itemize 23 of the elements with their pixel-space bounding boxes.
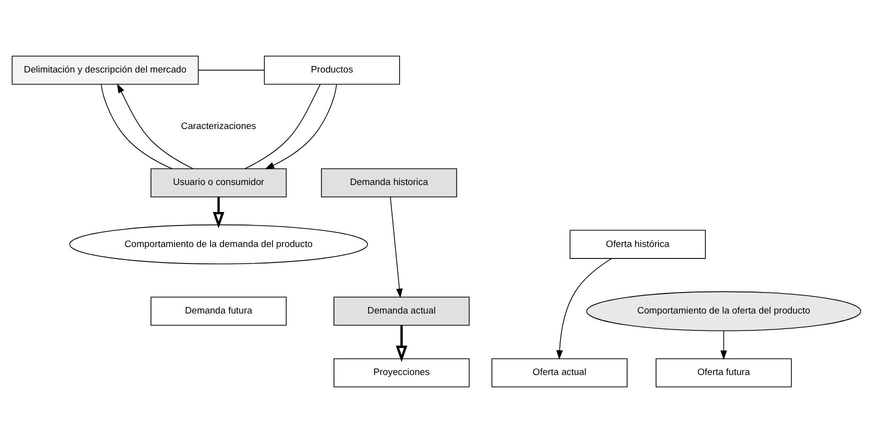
- arrow: [264, 84, 337, 169]
- arrow: [720, 330, 727, 360]
- node-box: Proyecciones: [334, 358, 470, 387]
- arrow: [396, 324, 408, 362]
- arrow: [556, 258, 612, 360]
- node-ellipse: Comportamiento de la oferta del producto: [586, 290, 862, 331]
- connector: [198, 69, 265, 70]
- node-ellipse: Comportamiento de la demanda del producto: [69, 224, 368, 264]
- node-box: Oferta histórica: [570, 229, 706, 258]
- node-box: Demanda futura: [150, 296, 287, 326]
- node-box: Productos: [264, 55, 400, 84]
- arrow: [390, 196, 403, 298]
- connector: [244, 84, 321, 169]
- node-box: Demanda historica: [321, 168, 458, 197]
- node-box: Oferta futura: [656, 358, 792, 387]
- arrow: [212, 196, 224, 228]
- arrow: [117, 82, 194, 169]
- label: Caracterizaciones: [181, 120, 256, 130]
- node-box: Demanda actual: [334, 296, 470, 326]
- node-box: Oferta actual: [491, 358, 628, 387]
- node-box: Usuario o consumidor: [150, 168, 287, 197]
- connector: [100, 84, 172, 169]
- node-box: Delimitación y descripción del mercado: [12, 55, 199, 84]
